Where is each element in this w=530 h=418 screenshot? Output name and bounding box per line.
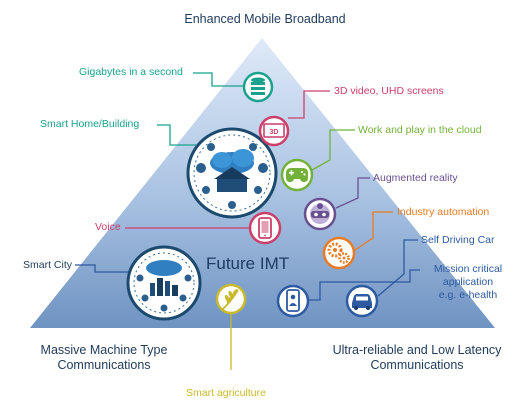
car-icon [345,284,379,318]
smart-home-cluster-icon [186,127,278,219]
label-smart-home: Smart Home/Building [40,118,140,130]
connector-smarthome [157,124,196,146]
wheat-icon [215,283,247,315]
label-mission-critical-line3: e.g. e-health [438,289,498,301]
vr-headset-icon [303,197,337,231]
smartphone-icon [248,211,282,245]
corner-title-embb: Enhanced Mobile Broadband [184,12,346,26]
connector-smartcity [75,264,138,273]
connector-cloud [311,129,355,171]
label-gigabytes: Gigabytes in a second [79,66,183,78]
label-smart-agriculture: Smart agriculture [186,387,266,399]
connector-missioncritical [305,269,420,301]
label-mission-critical-line2: application [442,276,494,288]
label-augmented-reality: Augmented reality [373,172,458,184]
3d-tv-icon: 3D [258,115,290,147]
corner-title-urllc-line2: Communications [370,358,464,372]
connector-selfdriving [377,239,418,297]
label-cloud: Work and play in the cloud [358,124,482,136]
corner-title-urllc: Ultra-reliable and Low Latency Communica… [306,343,528,373]
gears-icon [322,236,356,270]
database-icon [242,71,274,103]
gamepad-icon [280,158,314,192]
label-3d-video: 3D video, UHD screens [334,85,444,97]
connector-ar [335,177,370,209]
label-self-driving-car: Self Driving Car [421,234,495,246]
label-industry-automation: Industry automation [397,206,490,218]
smart-city-cluster-icon [126,245,202,321]
corner-title-mmtc-line1: Massive Machine Type [40,343,168,357]
corner-title-urllc-line1: Ultra-reliable and Low Latency [332,343,502,357]
label-voice: Voice [95,221,121,233]
connector-industry [354,211,393,251]
phone-person-icon [276,284,310,318]
corner-title-mmtc: Massive Machine Type Communications [4,343,204,373]
label-smart-city: Smart City [23,259,73,271]
connector-video [288,90,330,119]
svg-text:3D: 3D [270,129,279,136]
corner-title-mmtc-line2: Communications [57,358,151,372]
label-mission-critical-line1: Mission critical [433,263,503,275]
center-title: Future IMT [206,254,290,273]
connector-gigabytes [193,72,244,87]
label-mission-critical: Mission critical application e.g. e-heal… [418,263,518,302]
